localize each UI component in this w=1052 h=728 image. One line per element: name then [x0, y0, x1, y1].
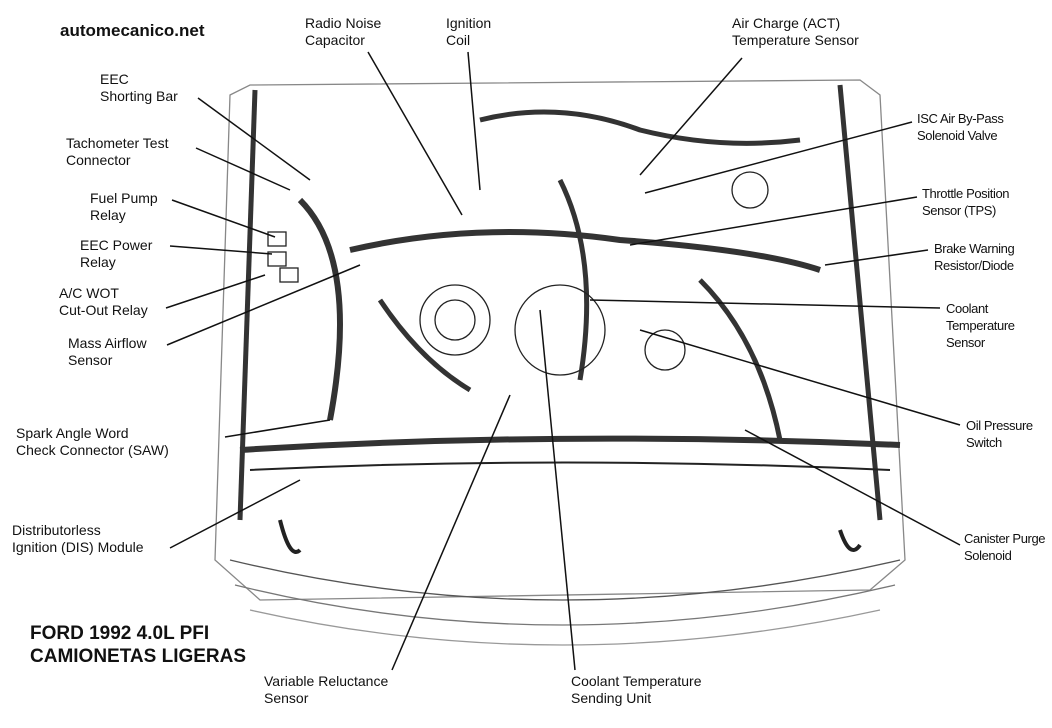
- label-line: Throttle Position: [922, 186, 1010, 201]
- label-line: EEC Power: [80, 237, 153, 253]
- label-line: Solenoid Valve: [917, 128, 998, 143]
- label-line: Ignition: [446, 15, 492, 31]
- label-line: Coolant Temperature: [571, 673, 702, 689]
- label-act-sensor: Air Charge (ACT)Temperature Sensor: [732, 15, 859, 49]
- leader-dis: [169, 479, 301, 549]
- leader-isc: [644, 121, 913, 194]
- title-line-1: FORD 1992 4.0L PFI: [30, 623, 210, 644]
- leader-oil: [639, 329, 961, 426]
- label-line: Connector: [66, 152, 131, 168]
- label-line: Sensor: [68, 352, 113, 368]
- label-line: Distributorless: [12, 522, 101, 538]
- title-line-2: CAMIONETAS LIGERAS: [30, 646, 247, 667]
- label-line: Air Charge (ACT): [732, 15, 841, 31]
- label-line: Relay: [90, 207, 126, 223]
- leader-vrs: [391, 394, 511, 671]
- leader-ignition-coil: [467, 51, 481, 191]
- label-line: Tachometer Test: [66, 135, 169, 151]
- leader-maf: [166, 264, 361, 346]
- leader-lines: [165, 51, 961, 671]
- leader-eec-shorting: [197, 97, 311, 181]
- label-line: ISC Air By-Pass: [917, 111, 1004, 126]
- label-line: A/C WOT: [59, 285, 119, 301]
- label-line: EEC: [100, 71, 129, 87]
- leader-eec-power: [169, 245, 273, 255]
- label-line: Check Connector (SAW): [16, 442, 169, 458]
- leader-coolant-sensor: [589, 299, 941, 309]
- leader-tps: [629, 196, 918, 246]
- leader-ac-wot: [165, 274, 266, 309]
- label-line: Coil: [446, 32, 471, 48]
- label-line: Coolant: [946, 301, 989, 316]
- leader-brake: [824, 249, 929, 266]
- label-line: Capacitor: [305, 32, 365, 48]
- label-line: Brake Warning: [934, 241, 1015, 256]
- leader-tach: [195, 147, 291, 191]
- label-line: Sensor: [264, 690, 309, 706]
- label-line: Fuel Pump: [90, 190, 158, 206]
- label-line: Temperature Sensor: [732, 32, 859, 48]
- label-line: Shorting Bar: [100, 88, 178, 104]
- label-line: Variable Reluctance: [264, 673, 389, 689]
- label-line: Spark Angle Word: [16, 425, 129, 441]
- label-line: Radio Noise: [305, 15, 382, 31]
- leader-saw: [224, 419, 331, 438]
- label-line: Sensor (TPS): [922, 203, 996, 218]
- label-line: Resistor/Diode: [934, 258, 1014, 273]
- label-line: Relay: [80, 254, 116, 270]
- leader-canister: [744, 429, 961, 546]
- label-line: Oil Pressure: [966, 418, 1033, 433]
- leader-act: [639, 57, 743, 176]
- label-line: Sensor: [946, 335, 985, 350]
- leader-radio-noise: [367, 51, 463, 216]
- label-line: Switch: [966, 435, 1002, 450]
- label-line: Temperature: [946, 318, 1015, 333]
- leader-fuel-pump: [171, 199, 276, 238]
- label-line: Solenoid: [964, 548, 1012, 563]
- engine-drawing: [214, 79, 906, 646]
- label-line: Canister Purge: [964, 531, 1046, 546]
- diagram-title: FORD 1992 4.0L PFI CAMIONETAS LIGERAS: [30, 622, 246, 668]
- label-line: Cut-Out Relay: [59, 302, 148, 318]
- label-line: Ignition (DIS) Module: [12, 539, 144, 555]
- label-line: Mass Airflow: [68, 335, 147, 351]
- site-watermark: automecanico.net: [60, 21, 205, 40]
- leader-ctsu: [539, 309, 576, 671]
- label-line: Sending Unit: [571, 690, 652, 706]
